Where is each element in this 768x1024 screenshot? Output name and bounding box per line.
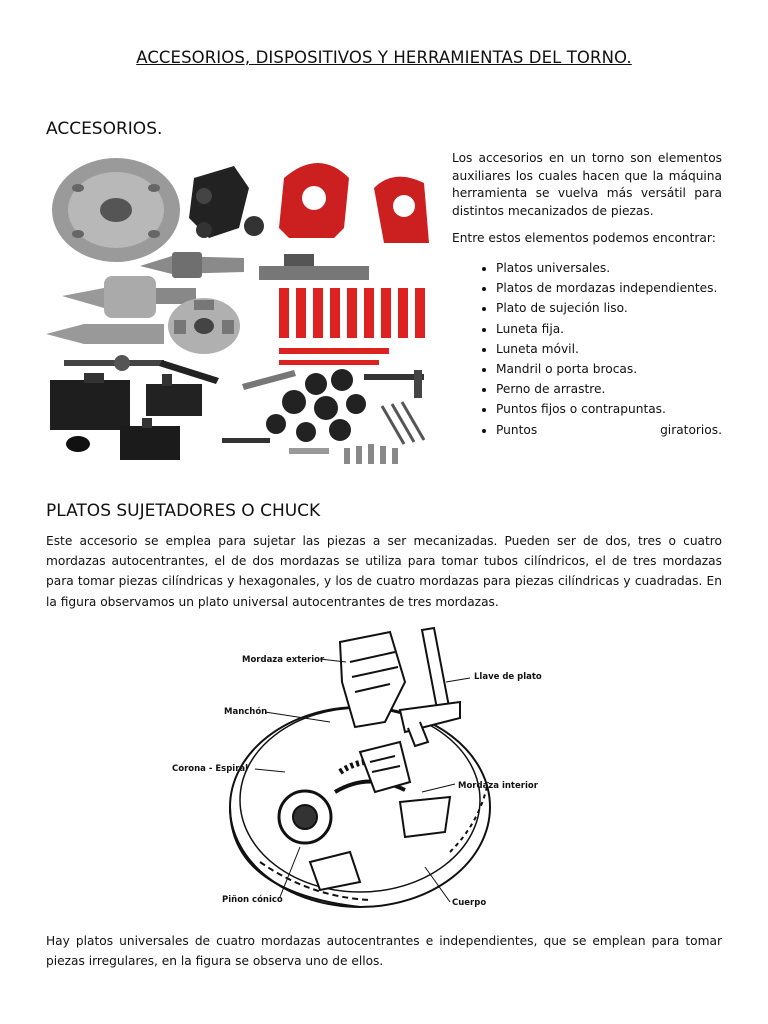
list-item: Plato de sujeción liso.: [496, 298, 722, 318]
label-cuerpo: Cuerpo: [452, 898, 486, 908]
label-mordaza-interior: Mordaza interior: [458, 781, 539, 791]
list-item: Puntos giratorios.: [496, 420, 722, 440]
accessories-list-intro: Entre estos elementos podemos encontrar:: [452, 231, 716, 246]
accessories-photo: [46, 158, 429, 464]
list-item: Puntos fijos o contrapuntas.: [496, 399, 722, 419]
accessories-list: Platos universales. Platos de mordazas i…: [452, 258, 722, 440]
label-mordaza-exterior: Mordaza exterior: [242, 655, 325, 665]
closing-paragraph: Hay platos universales de cuatro mordaza…: [46, 934, 722, 969]
page-title: ACCESORIOS, DISPOSITIVOS Y HERRAMIENTAS …: [136, 48, 632, 67]
accessories-text: Los accesorios en un torno son elementos…: [452, 150, 722, 440]
list-item: Luneta fija.: [496, 319, 722, 339]
list-item: Platos universales.: [496, 258, 722, 278]
chuck-diagram: Mordaza exterior Llave de plato Manchón …: [172, 626, 542, 908]
accessories-intro: Los accesorios en un torno son elementos…: [452, 151, 722, 218]
heading-accesorios: ACCESORIOS.: [46, 119, 163, 139]
label-manchon: Manchón: [224, 706, 267, 717]
label-pinon-conico: Piñon cónico: [222, 894, 283, 905]
platos-paragraph: Este accesorio se emplea para sujetar la…: [46, 534, 722, 609]
heading-platos: PLATOS SUJETADORES O CHUCK: [46, 501, 321, 521]
list-item: Platos de mordazas independientes.: [496, 278, 722, 298]
list-item: Perno de arrastre.: [496, 379, 722, 399]
label-corona-espiral: Corona - Espiral: [172, 764, 248, 774]
label-llave-de-plato: Llave de plato: [474, 672, 542, 682]
list-item: Mandril o porta brocas.: [496, 359, 722, 379]
list-item: Luneta móvil.: [496, 339, 722, 359]
